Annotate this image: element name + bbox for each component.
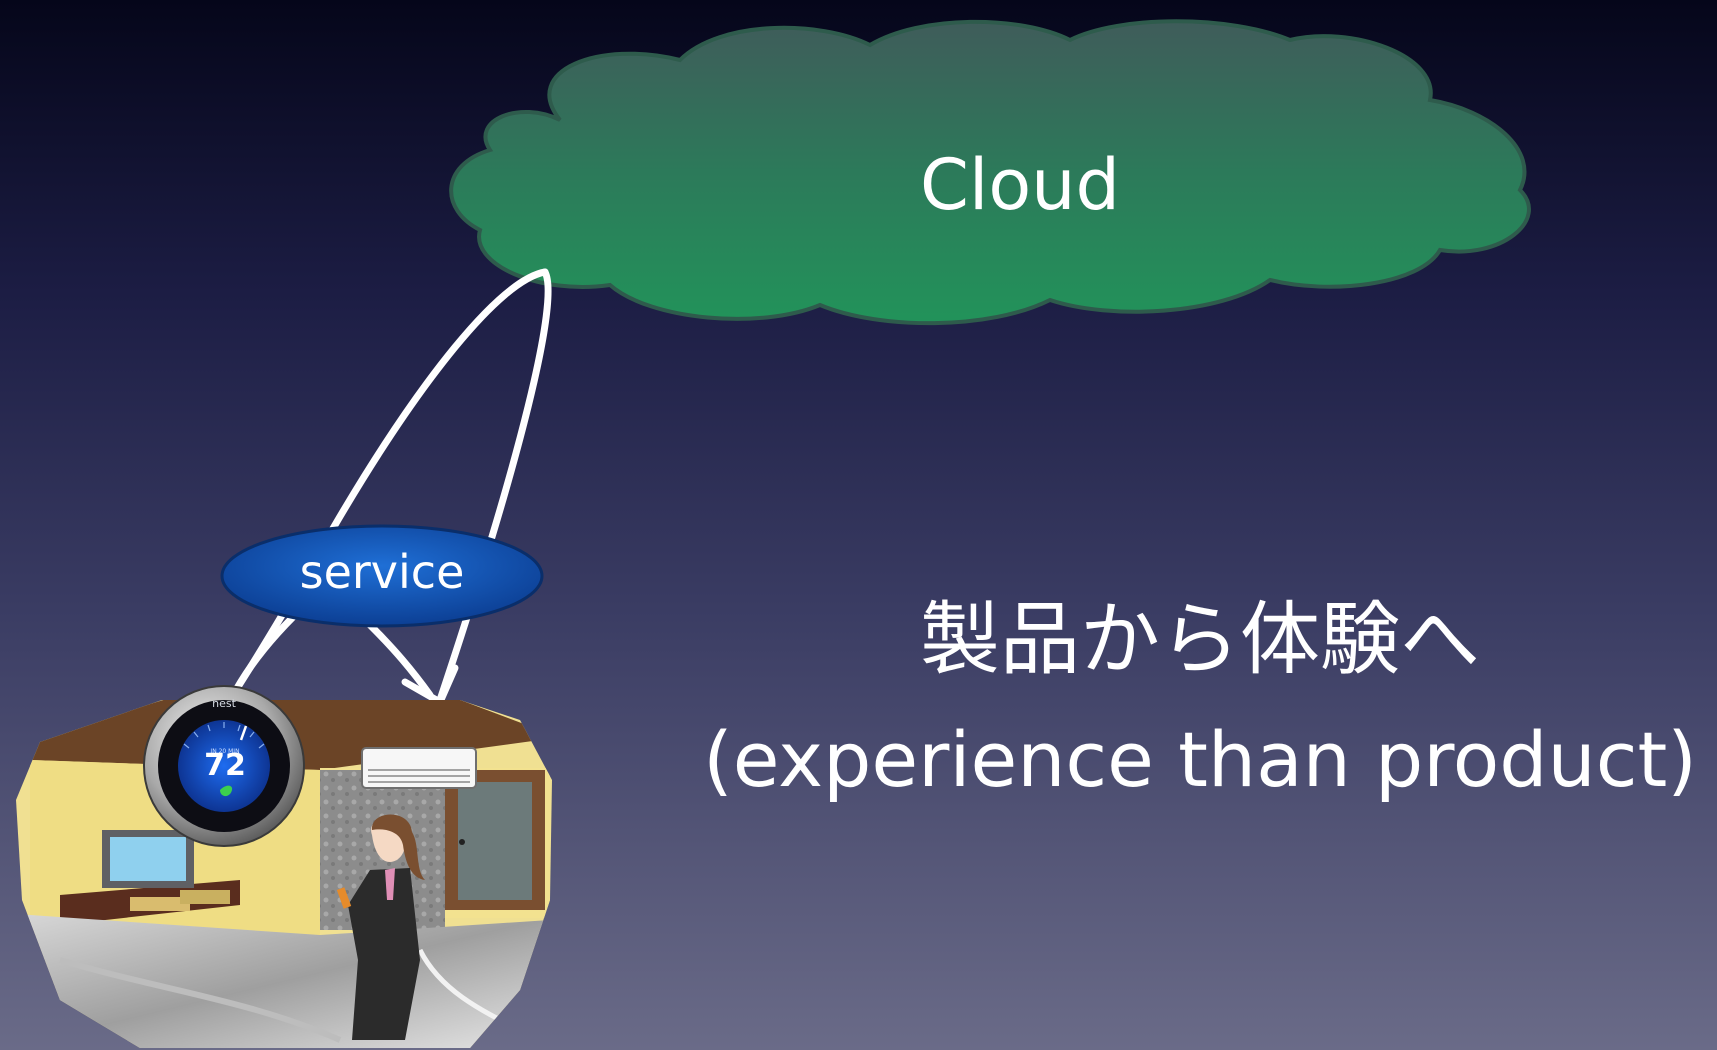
arrow-to-thermostat-lower [232,611,299,694]
caption-english: (experience than product) [703,715,1697,804]
thermostat-status: IN 20 MIN [210,748,240,755]
service-ellipse [220,524,544,628]
arrow-service-to-room [366,621,434,699]
thermostat-temperature: 72 [204,748,246,783]
caption-japanese: 製品から体験へ [920,593,1480,686]
cloud-label: Cloud [920,144,1120,226]
arrow-to-thermostat [232,268,549,694]
room-illustration [16,700,552,1048]
thermostat-brand: nest [212,697,236,710]
service-label: service [299,545,465,599]
nest-thermostat [143,685,305,847]
service-flow-arrows [232,268,552,707]
air-conditioner [361,747,477,789]
person-figure [336,814,425,1040]
arrow-to-aircon [436,268,552,704]
